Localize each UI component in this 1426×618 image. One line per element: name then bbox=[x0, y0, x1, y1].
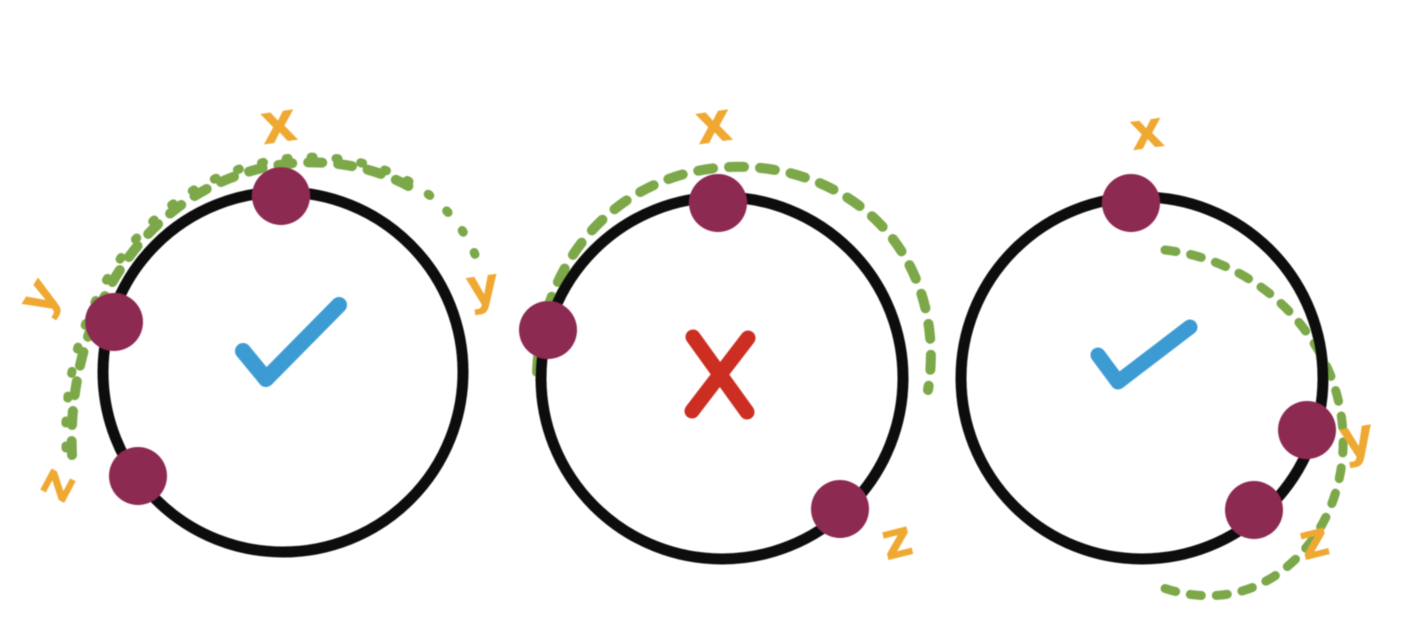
node-z-left bbox=[109, 447, 167, 505]
label-x-left: x bbox=[256, 89, 301, 158]
panel-right: x y z bbox=[955, 99, 1379, 601]
node-y-right bbox=[1278, 401, 1336, 459]
node-y-middle bbox=[519, 301, 577, 359]
node-z-middle bbox=[811, 480, 869, 538]
panel-left: x y z y bbox=[5, 89, 503, 558]
node-x-left bbox=[252, 167, 310, 225]
check-icon-left bbox=[235, 297, 347, 387]
node-x-right bbox=[1102, 174, 1160, 232]
label-x-right: x bbox=[1126, 99, 1168, 163]
reference-arc-left-mid bbox=[66, 157, 417, 460]
reference-arc-middle bbox=[532, 161, 936, 395]
label-x-middle: x bbox=[691, 89, 736, 158]
label-y-middle-outer: y bbox=[462, 255, 502, 317]
panel-middle: x z bbox=[519, 89, 936, 573]
node-z-right bbox=[1225, 481, 1283, 539]
cross-icon-middle bbox=[684, 329, 756, 420]
node-y-left bbox=[85, 293, 143, 351]
node-x-middle bbox=[689, 174, 747, 232]
check-icon-right bbox=[1090, 319, 1198, 390]
